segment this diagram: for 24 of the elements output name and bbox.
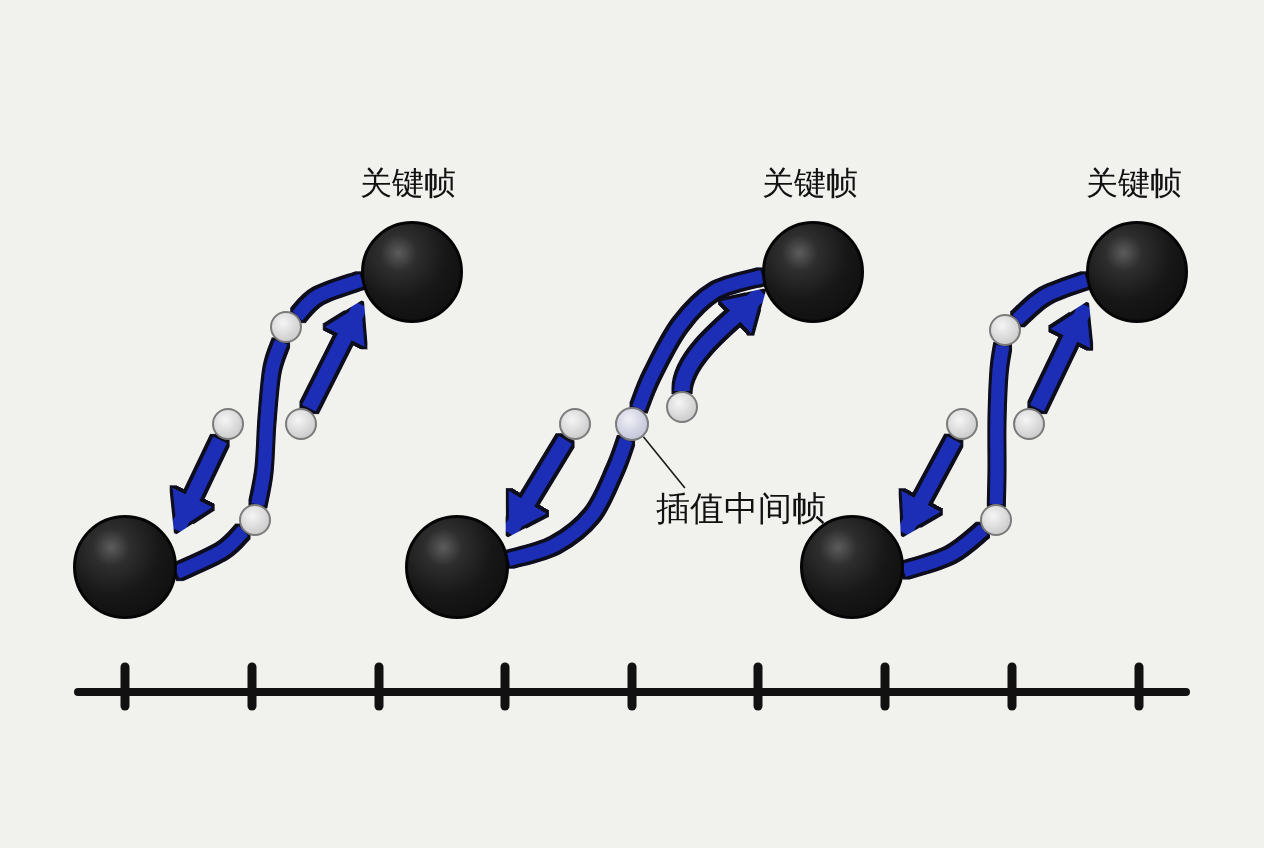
dot-icon <box>1013 408 1045 440</box>
curved-path <box>901 524 988 577</box>
dot-icon <box>989 314 1021 346</box>
keyframe-label: 关键帧 <box>360 163 456 203</box>
curved-path <box>506 437 633 566</box>
keyframe-label: 关键帧 <box>762 163 858 203</box>
arrow <box>897 436 961 537</box>
dot-icon <box>615 407 649 441</box>
dot-icon <box>212 408 244 440</box>
arrow <box>502 436 572 537</box>
arrow <box>674 286 768 392</box>
arrow <box>170 436 227 534</box>
curved-path <box>174 526 249 579</box>
dot-icon <box>666 391 698 423</box>
callout-label: 插值中间帧 <box>656 488 826 528</box>
dot-icon <box>980 504 1012 536</box>
keyframe-label: 关键帧 <box>1086 163 1182 203</box>
dot-icon <box>270 311 302 343</box>
dot-icon <box>946 408 978 440</box>
dot-icon <box>239 504 271 536</box>
arrow <box>302 301 368 412</box>
leader-line <box>642 435 686 489</box>
dot-icon <box>559 408 591 440</box>
dot-icon <box>285 408 317 440</box>
